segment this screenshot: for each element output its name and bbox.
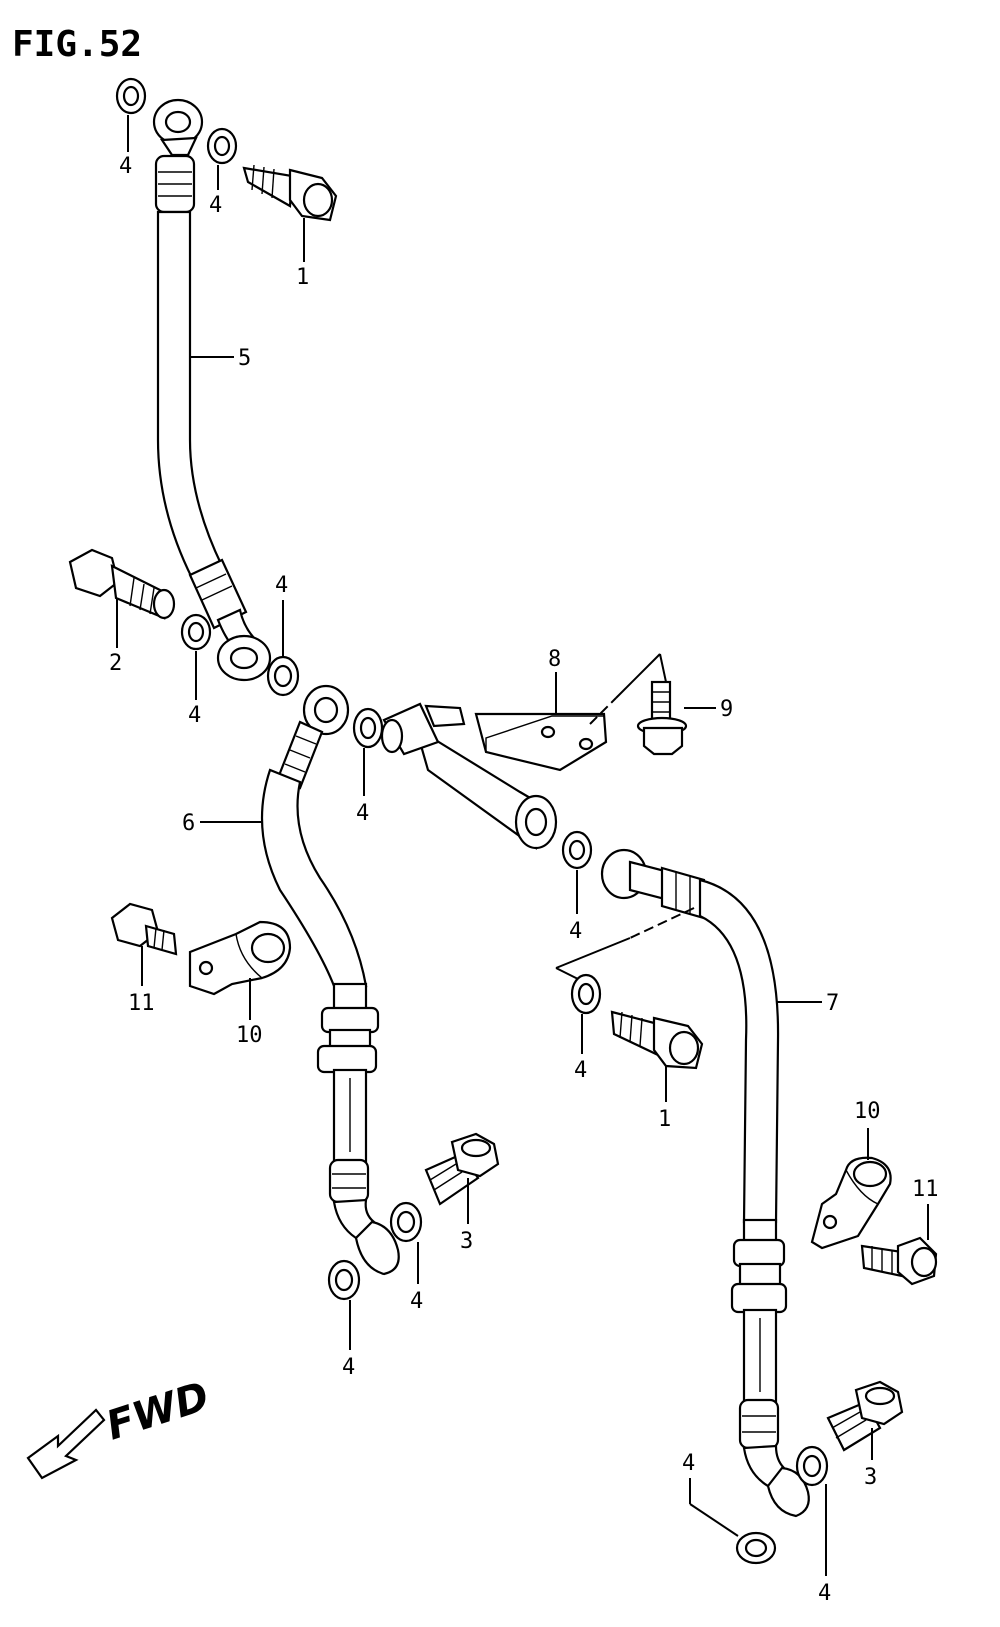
callout-1: 1 [658,1107,671,1132]
washer [180,613,212,651]
hose-clamp [810,1156,892,1250]
washer [735,1531,777,1565]
callout-8: 8 [548,647,561,672]
brake-hose-right [600,848,810,1518]
forward-direction-indicator: FWD [26,1373,215,1480]
callout-4: 4 [818,1581,831,1606]
callout-4: 4 [342,1355,355,1380]
callout-6: 6 [182,811,195,836]
figure-title: FIG.52 [12,24,142,65]
callout-10: 10 [236,1023,263,1048]
brake-hose-joint [380,702,608,850]
washer [795,1445,829,1487]
washer [266,655,300,697]
callout-4: 4 [682,1451,695,1476]
washer [206,127,238,165]
brake-hose-upper [152,98,272,682]
callout-4: 4 [275,573,288,598]
bolt [636,680,688,756]
callout-4: 4 [574,1058,587,1083]
union-bolt [826,1380,904,1452]
callout-5: 5 [238,346,251,371]
callout-7: 7 [826,991,839,1016]
union-bolt [242,164,338,222]
union-bolt [424,1132,500,1206]
callout-3: 3 [460,1229,473,1254]
callout-2: 2 [109,651,122,676]
callout-4: 4 [119,154,132,179]
callout-11: 11 [912,1177,939,1202]
washer [570,973,602,1015]
callout-11: 11 [128,991,155,1016]
forward-label: FWD [101,1373,215,1449]
callout-3: 3 [864,1465,877,1490]
washer [561,830,593,870]
callout-1: 1 [296,265,309,290]
callout-4: 4 [356,801,369,826]
washer [115,77,147,115]
callout-9: 9 [720,697,733,722]
hose-clamp [188,920,292,996]
washer [389,1201,423,1243]
union-bolt [68,548,176,620]
callout-10: 10 [854,1099,881,1124]
callout-4: 4 [188,703,201,728]
bolt [860,1236,938,1286]
callout-4: 4 [209,193,222,218]
callout-4: 4 [410,1289,423,1314]
callout-4: 4 [569,919,582,944]
union-bolt [610,1010,704,1070]
washer [352,707,384,749]
washer [327,1259,361,1301]
bolt [110,902,178,956]
brake-hose-left [260,684,400,1276]
